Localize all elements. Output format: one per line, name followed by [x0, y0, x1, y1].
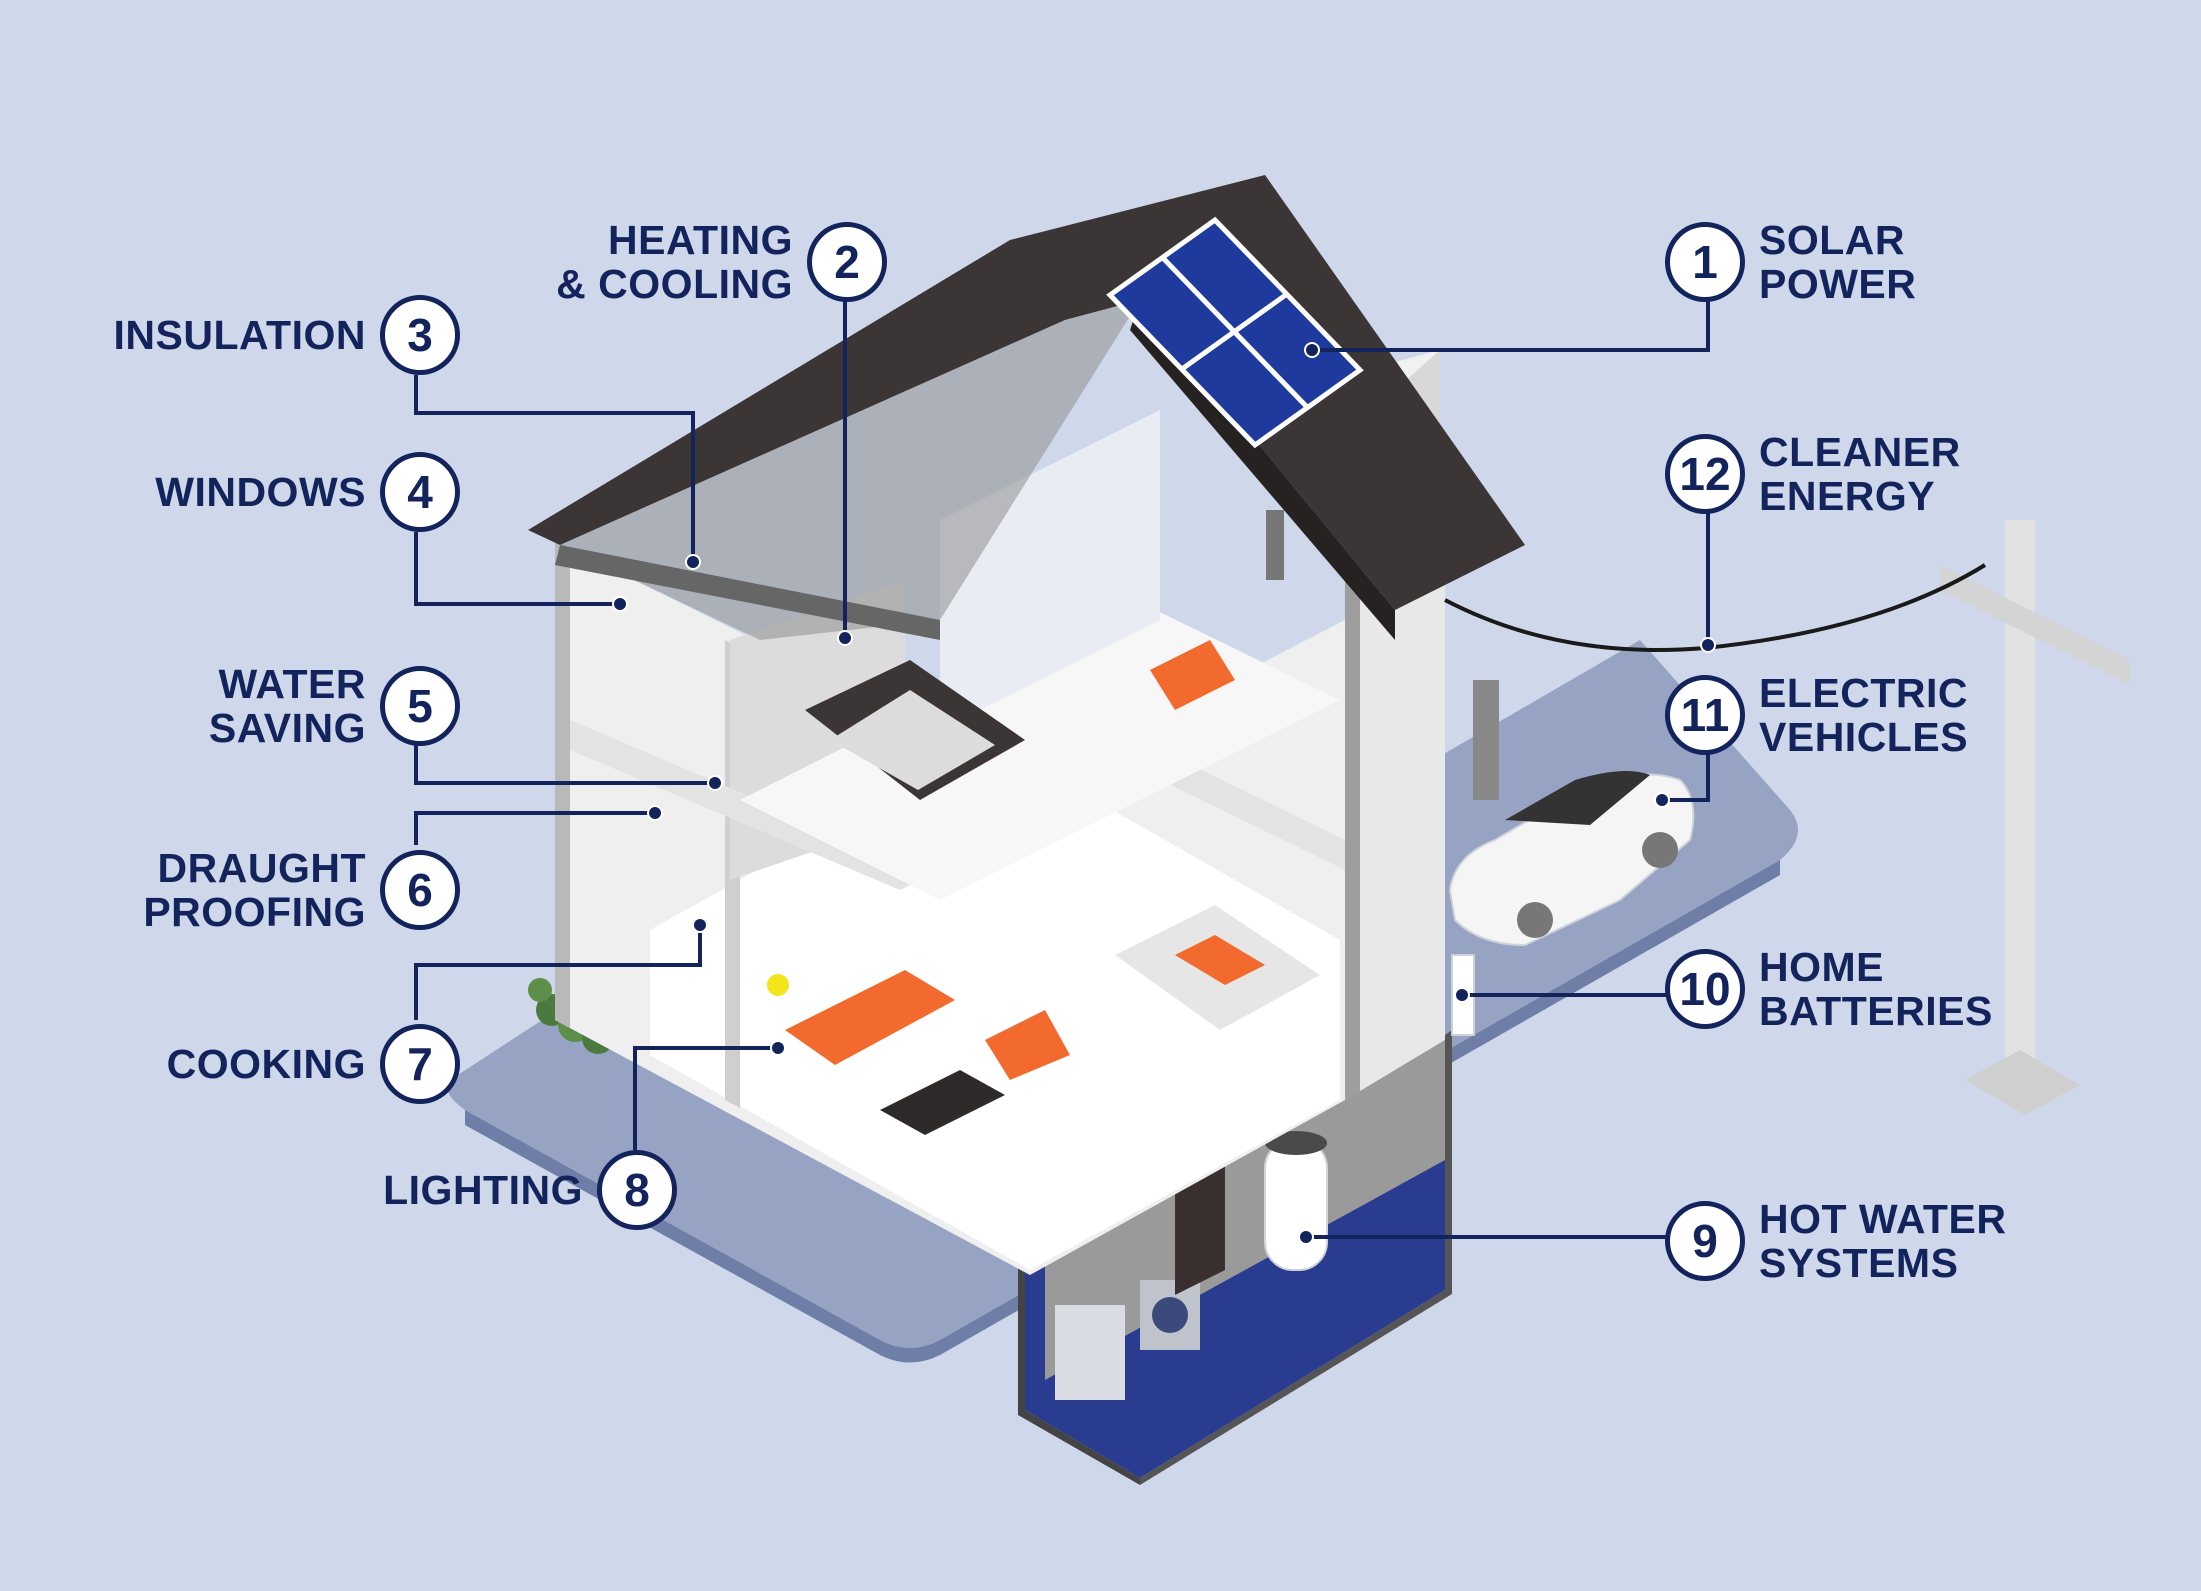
callout-number-badge: 5 — [380, 666, 460, 746]
callout-number-badge: 1 — [1665, 222, 1745, 302]
callout-hot-water-systems[interactable]: 9 HOT WATER SYSTEMS — [1665, 1197, 2006, 1285]
callout-number-badge: 11 — [1665, 675, 1745, 755]
callout-label: HOT WATER SYSTEMS — [1759, 1197, 2006, 1285]
callout-cleaner-energy[interactable]: 12 CLEANER ENERGY — [1665, 430, 1961, 518]
callout-electric-vehicles[interactable]: 11 ELECTRIC VEHICLES — [1665, 671, 1968, 759]
callout-label-line: DRAUGHT — [157, 845, 366, 891]
callout-label: COOKING — [167, 1042, 366, 1086]
callout-home-batteries[interactable]: 10 HOME BATTERIES — [1665, 945, 1993, 1033]
solar-panel — [1106, 216, 1364, 449]
callout-label-line: SYSTEMS — [1759, 1240, 1959, 1286]
callout-label: INSULATION — [113, 313, 366, 357]
callout-label: CLEANER ENERGY — [1759, 430, 1961, 518]
basement — [1018, 1030, 1452, 1485]
callout-number-badge: 4 — [380, 452, 460, 532]
callout-draught-proofing[interactable]: 6 DRAUGHT PROOFING — [143, 846, 460, 934]
callout-label-line: ENERGY — [1759, 473, 1936, 519]
callout-label-line: ELECTRIC — [1759, 670, 1968, 716]
callout-label-line: HOT WATER — [1759, 1196, 2007, 1242]
callout-label: WINDOWS — [155, 470, 366, 514]
callout-anchor-dots — [612, 342, 1716, 1245]
callout-label-line: CLEANER — [1759, 429, 1961, 475]
electric-car — [1448, 680, 1695, 947]
callout-label-line: COOKING — [166, 1041, 366, 1087]
callout-lighting[interactable]: 8 LIGHTING — [383, 1150, 677, 1230]
callout-label-line: SAVING — [208, 705, 366, 751]
callout-label-line: & COOLING — [556, 261, 793, 307]
callout-label: HEATING & COOLING — [556, 218, 793, 306]
callout-number-badge: 8 — [597, 1150, 677, 1230]
callout-label: DRAUGHT PROOFING — [143, 846, 366, 934]
callout-windows[interactable]: 4 WINDOWS — [155, 452, 460, 532]
callout-number-badge: 7 — [380, 1024, 460, 1104]
callout-heating-cooling[interactable]: 2 HEATING & COOLING — [556, 218, 887, 306]
callout-label: SOLAR POWER — [1759, 218, 1916, 306]
callout-number-badge: 3 — [380, 295, 460, 375]
callout-label-line: SOLAR — [1759, 217, 1905, 263]
callout-label-line: WATER — [218, 661, 366, 707]
callout-label: WATER SAVING — [209, 662, 366, 750]
callout-label-line: HEATING — [608, 217, 793, 263]
callout-label-line: PROOFING — [143, 889, 366, 935]
callout-number-badge: 9 — [1665, 1201, 1745, 1281]
callout-solar-power[interactable]: 1 SOLAR POWER — [1665, 218, 1916, 306]
house-body — [555, 350, 1475, 1275]
callout-insulation[interactable]: 3 INSULATION — [113, 295, 460, 375]
callout-label-line: LIGHTING — [383, 1167, 583, 1213]
callout-label-line: VEHICLES — [1759, 714, 1969, 760]
callout-label: LIGHTING — [383, 1168, 583, 1212]
callout-label-line: POWER — [1759, 261, 1917, 307]
callout-number-badge: 12 — [1665, 434, 1745, 514]
furniture — [767, 640, 1320, 1135]
callout-label: HOME BATTERIES — [1759, 945, 1993, 1033]
callout-label: ELECTRIC VEHICLES — [1759, 671, 1968, 759]
callout-label-line: INSULATION — [113, 312, 366, 358]
callout-label-line: WINDOWS — [155, 469, 366, 515]
callout-cooking[interactable]: 7 COOKING — [167, 1024, 460, 1104]
callout-water-saving[interactable]: 5 WATER SAVING — [209, 662, 460, 750]
power-pole — [1444, 520, 2130, 1115]
callout-number-badge: 2 — [807, 222, 887, 302]
callout-number-badge: 10 — [1665, 949, 1745, 1029]
callout-number-badge: 6 — [380, 850, 460, 930]
callout-label-line: HOME — [1759, 944, 1884, 990]
callout-label-line: BATTERIES — [1759, 988, 1993, 1034]
callout-connectors — [414, 300, 1710, 1239]
